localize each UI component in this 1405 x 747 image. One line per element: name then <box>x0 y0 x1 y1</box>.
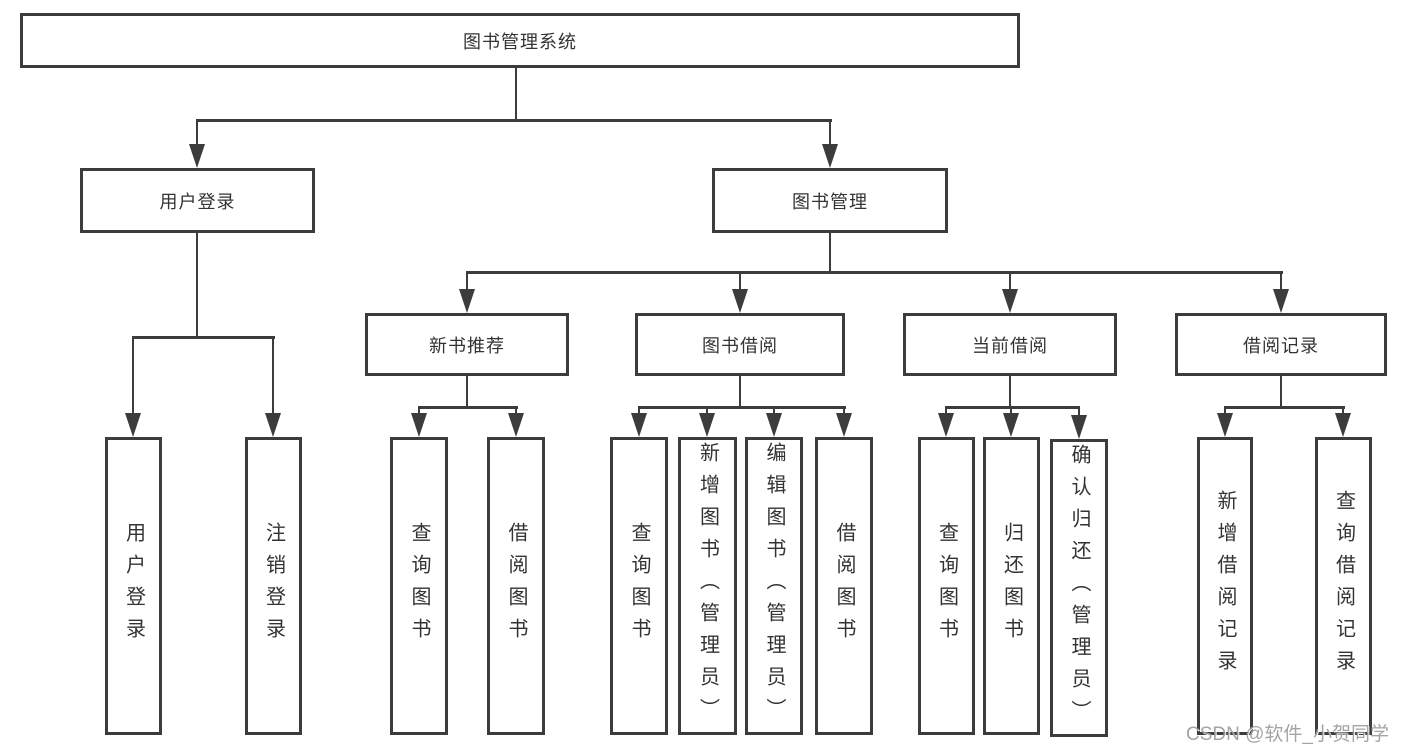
arrow-down-icon <box>265 413 281 437</box>
node-new-book-recommend-label: 新书推荐 <box>429 335 505 356</box>
arrow-down-icon <box>766 413 782 437</box>
arrow-down-icon <box>1071 415 1087 439</box>
node-leaf-borrow-books-2: 借阅图书 <box>815 437 873 735</box>
node-current-borrow: 当前借阅 <box>903 313 1117 376</box>
connector-root-drop-left <box>196 119 198 147</box>
node-leaf-query-borrow-record: 查询借阅记录 <box>1315 437 1372 735</box>
arrow-down-icon <box>836 413 852 437</box>
connector-borrow-drop-2 <box>706 406 708 416</box>
connector-root-hline <box>196 119 832 122</box>
connector-bookmgmt-drop-4 <box>1280 271 1282 293</box>
node-leaf-query-borrow-record-label: 查询借阅记录 <box>1332 490 1355 682</box>
node-leaf-user-login: 用户登录 <box>105 437 162 735</box>
arrow-down-icon <box>1002 289 1018 313</box>
arrow-down-icon <box>1273 289 1289 313</box>
node-book-management-label: 图书管理 <box>792 191 868 212</box>
connector-bookmgmt-drop-3 <box>1009 271 1011 293</box>
node-book-borrow-label: 图书借阅 <box>702 335 778 356</box>
connector-root-drop-right <box>829 119 831 147</box>
arrow-down-icon <box>1335 413 1351 437</box>
connector-borrow-hline <box>638 406 846 409</box>
arrow-down-icon <box>459 289 475 313</box>
connector-recommend-stem <box>466 375 468 409</box>
node-leaf-edit-books-admin-label: 编辑图书（管理员） <box>763 442 785 730</box>
connector-recommend-hline <box>418 406 518 409</box>
node-user-login-label: 用户登录 <box>159 191 236 212</box>
connector-userlogin-hline <box>132 336 275 339</box>
arrow-down-icon <box>699 413 715 437</box>
node-book-management: 图书管理 <box>712 168 948 233</box>
arrow-down-icon <box>189 144 205 168</box>
node-leaf-query-books-1-label: 查询图书 <box>408 522 430 650</box>
node-leaf-return-books: 归还图书 <box>983 437 1040 735</box>
arrow-down-icon <box>631 413 647 437</box>
connector-bookmgmt-drop-1 <box>466 271 468 293</box>
connector-recommend-drop-1 <box>418 406 420 416</box>
node-user-login: 用户登录 <box>80 168 315 233</box>
arrow-down-icon <box>1003 413 1019 437</box>
node-leaf-add-books-admin-label: 新增图书（管理员） <box>696 442 719 730</box>
connector-records-drop-2 <box>1342 406 1344 416</box>
connector-current-stem <box>1009 375 1011 409</box>
connector-current-drop-1 <box>945 406 947 416</box>
arrow-down-icon <box>1217 413 1233 437</box>
node-root: 图书管理系统 <box>20 13 1020 68</box>
connector-current-hline <box>945 406 1080 409</box>
node-leaf-query-books-2-label: 查询图书 <box>628 522 650 650</box>
connector-recommend-drop-2 <box>515 406 517 416</box>
connector-bookmgmt-stem <box>829 232 831 274</box>
node-leaf-logout: 注销登录 <box>245 437 302 735</box>
node-leaf-add-borrow-record: 新增借阅记录 <box>1197 437 1253 735</box>
node-leaf-add-books-admin: 新增图书（管理员） <box>678 437 737 735</box>
arrow-down-icon <box>732 289 748 313</box>
node-borrow-records: 借阅记录 <box>1175 313 1387 376</box>
node-current-borrow-label: 当前借阅 <box>972 335 1048 356</box>
node-leaf-borrow-books-2-label: 借阅图书 <box>833 522 855 650</box>
node-leaf-query-books-1: 查询图书 <box>390 437 448 735</box>
node-leaf-return-books-label: 归还图书 <box>1000 522 1023 650</box>
connector-records-hline <box>1224 406 1345 409</box>
connector-root-stem <box>515 67 517 121</box>
node-leaf-borrow-books-1-label: 借阅图书 <box>505 522 527 650</box>
connector-userlogin-drop-1 <box>132 336 134 416</box>
connector-bookmgmt-hline <box>466 271 1283 274</box>
connector-userlogin-drop-2 <box>272 336 274 416</box>
arrow-down-icon <box>411 413 427 437</box>
arrow-down-icon <box>822 144 838 168</box>
node-borrow-records-label: 借阅记录 <box>1243 335 1319 356</box>
connector-borrow-drop-3 <box>773 406 775 416</box>
node-root-label: 图书管理系统 <box>463 31 577 52</box>
connector-borrow-drop-1 <box>638 406 640 416</box>
connector-borrow-drop-4 <box>843 406 845 416</box>
node-leaf-logout-label: 注销登录 <box>262 522 285 650</box>
connector-records-stem <box>1280 375 1282 409</box>
connector-borrow-stem <box>739 375 741 409</box>
arrow-down-icon <box>125 413 141 437</box>
node-leaf-borrow-books-1: 借阅图书 <box>487 437 545 735</box>
node-leaf-edit-books-admin: 编辑图书（管理员） <box>745 437 803 735</box>
node-new-book-recommend: 新书推荐 <box>365 313 569 376</box>
csdn-watermark: CSDN @软件_小贺同学 <box>1186 724 1389 745</box>
connector-bookmgmt-drop-2 <box>739 271 741 293</box>
node-leaf-user-login-label: 用户登录 <box>122 522 145 650</box>
node-leaf-query-books-2: 查询图书 <box>610 437 668 735</box>
node-leaf-query-books-3-label: 查询图书 <box>935 522 958 650</box>
arrow-down-icon <box>938 413 954 437</box>
connector-records-drop-1 <box>1224 406 1226 416</box>
node-leaf-confirm-return-admin: 确认归还（管理员） <box>1050 439 1108 737</box>
connector-current-drop-3 <box>1078 406 1080 416</box>
arrow-down-icon <box>508 413 524 437</box>
node-book-borrow: 图书借阅 <box>635 313 845 376</box>
node-leaf-query-books-3: 查询图书 <box>918 437 975 735</box>
node-leaf-add-borrow-record-label: 新增借阅记录 <box>1214 490 1236 682</box>
node-leaf-confirm-return-admin-label: 确认归还（管理员） <box>1068 444 1090 732</box>
connector-current-drop-2 <box>1010 406 1012 416</box>
connector-userlogin-stem <box>196 232 198 338</box>
